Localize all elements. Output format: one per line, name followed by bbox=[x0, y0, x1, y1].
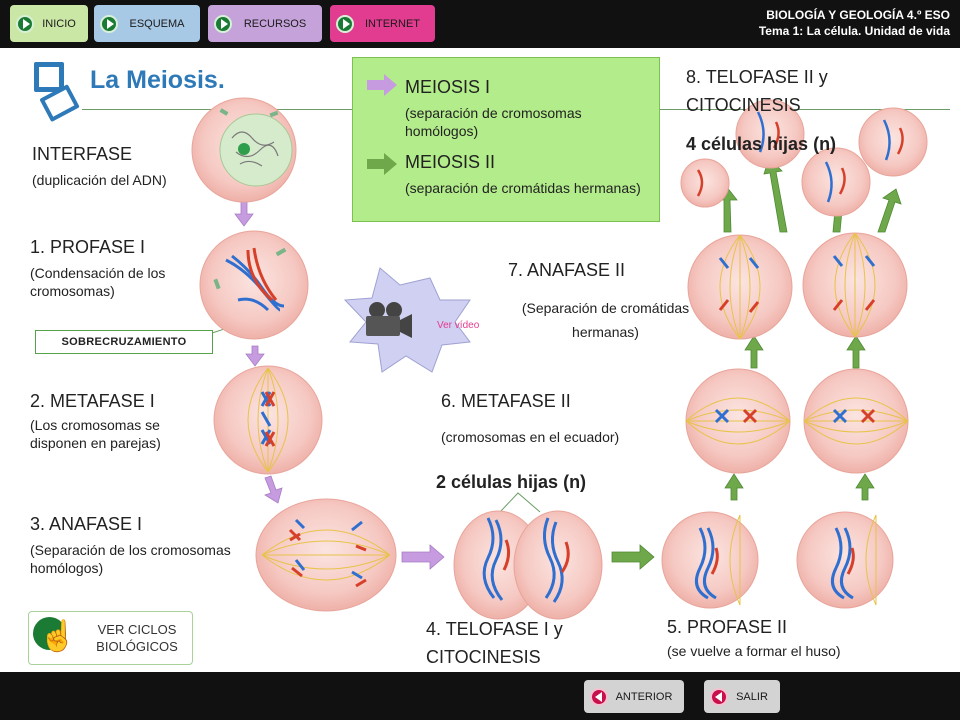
nav-recursos-button[interactable]: RECURSOS bbox=[208, 5, 322, 42]
legend-box: MEIOSIS I (separación de cromosomas homó… bbox=[352, 57, 660, 222]
purple-arrow-icon bbox=[367, 74, 397, 96]
metafase2-title: 6. METAFASE II bbox=[441, 391, 571, 411]
interfase-title: INTERFASE bbox=[32, 144, 133, 164]
ver-video-link[interactable]: Ver vídeo bbox=[437, 320, 480, 331]
anafase1-title: 3. ANAFASE I bbox=[30, 514, 143, 534]
cell-telofase2-2 bbox=[735, 99, 805, 169]
course-subject: BIOLOGÍA Y GEOLOGÍA 4.º ESO bbox=[766, 8, 950, 22]
cell-telofase2-4 bbox=[858, 107, 928, 177]
arrow-anafase2-telofase2-4 bbox=[877, 188, 902, 233]
play-arrow-icon bbox=[214, 14, 232, 33]
green-arrow-icon bbox=[367, 153, 397, 175]
play-arrow-icon bbox=[336, 14, 354, 33]
nav-esquema-button[interactable]: ESQUEMA bbox=[94, 5, 200, 42]
profase2-title: 5. PROFASE II bbox=[667, 617, 788, 637]
profase2-sub: (se vuelve a formar el huso) bbox=[667, 643, 841, 659]
profase1-sub: (Condensación de los cromosomas) bbox=[30, 265, 166, 299]
pointer-hand-icon: ☝ bbox=[39, 620, 77, 653]
ver-ciclos-label: VER CICLOS BIOLÓGICOS bbox=[96, 622, 178, 654]
cell-interfase bbox=[191, 97, 297, 203]
arrow-metafase2-anafase2-right bbox=[846, 335, 866, 369]
arrow-metafase2-anafase2-left bbox=[744, 335, 764, 369]
telofase1-title: 4. TELOFASE I y CITOCINESIS bbox=[426, 619, 563, 667]
cell-profase1 bbox=[199, 230, 309, 340]
cell-telofase2-3 bbox=[801, 147, 871, 217]
hijas4-label: 4 células hijas (n) bbox=[686, 134, 837, 154]
cell-telofase2-1 bbox=[680, 158, 730, 208]
nav-internet-button[interactable]: INTERNET bbox=[330, 5, 435, 42]
nav-inicio-label: INICIO bbox=[42, 17, 76, 30]
page-title: La Meiosis. bbox=[90, 66, 225, 94]
course-header: BIOLOGÍA Y GEOLOGÍA 4.º ESO Tema 1: La c… bbox=[759, 7, 950, 39]
bottom-bar: ANTERIOR SALIR bbox=[0, 672, 960, 720]
video-starburst[interactable] bbox=[343, 267, 471, 373]
cell-profase2-left bbox=[661, 511, 759, 609]
nav-esquema-label: ESQUEMA bbox=[129, 17, 185, 30]
anafase1-sub: (Separación de los cromosomas homólogos) bbox=[30, 542, 231, 576]
salir-label: SALIR bbox=[736, 690, 768, 703]
cell-profase2-right bbox=[796, 511, 894, 609]
legend-meiosis2-sub: (separación de cromátidas hermanas) bbox=[405, 180, 641, 196]
metafase1-sub: (Los cromosomas se disponen en parejas) bbox=[30, 417, 161, 451]
anterior-label: ANTERIOR bbox=[615, 690, 673, 703]
arrow-profase1-metafase1 bbox=[245, 345, 265, 367]
interfase-sub: (duplicación del ADN) bbox=[32, 172, 167, 188]
back-arrow-icon bbox=[590, 687, 608, 706]
cell-metafase2-right bbox=[803, 368, 909, 474]
course-topic: Tema 1: La célula. Unidad de vida bbox=[758, 24, 950, 38]
nav-inicio-button[interactable]: INICIO bbox=[10, 5, 88, 42]
play-arrow-icon bbox=[100, 14, 118, 33]
legend-meiosis1-title: MEIOSIS I bbox=[405, 77, 491, 97]
legend-meiosis1-sub: (separación de cromosomas homólogos) bbox=[405, 105, 582, 139]
arrow-anafase1-telofase1 bbox=[401, 544, 445, 570]
arrow-anafase2-telofase2-2 bbox=[763, 157, 788, 233]
arrow-profase2-metafase2-left bbox=[724, 473, 744, 501]
arrow-profase2-metafase2-right bbox=[855, 473, 875, 501]
camera-icon bbox=[366, 302, 412, 338]
cell-metafase1 bbox=[213, 365, 323, 475]
hijas2-label: 2 células hijas (n) bbox=[436, 472, 587, 492]
arrow-telofase1-profase2 bbox=[611, 544, 655, 570]
ver-ciclos-button[interactable]: ☝ VER CICLOS BIOLÓGICOS bbox=[28, 611, 193, 665]
profase1-title: 1. PROFASE I bbox=[30, 237, 146, 257]
cell-anafase1 bbox=[255, 498, 397, 612]
cell-anafase2-left bbox=[687, 234, 793, 340]
play-arrow-icon bbox=[16, 14, 34, 33]
back-arrow-icon bbox=[710, 687, 728, 706]
cell-anafase2-right bbox=[802, 232, 908, 338]
top-bar: INICIO ESQUEMA RECURSOS INTERNET BIOLOGÍ… bbox=[0, 0, 960, 48]
anterior-button[interactable]: ANTERIOR bbox=[584, 680, 684, 713]
nav-internet-label: INTERNET bbox=[365, 17, 420, 30]
legend-meiosis2-title: MEIOSIS II bbox=[405, 152, 496, 172]
green-circle-icon bbox=[33, 617, 66, 650]
hijas2-bracket bbox=[499, 492, 541, 513]
telofase2-title: 8. TELOFASE II y CITOCINESIS bbox=[686, 67, 828, 115]
salir-button[interactable]: SALIR bbox=[704, 680, 780, 713]
slides-icon bbox=[34, 62, 80, 122]
metafase2-sub: (cromosomas en el ecuador) bbox=[441, 429, 620, 445]
cell-metafase2-left bbox=[685, 368, 791, 474]
arrow-metafase1-anafase1 bbox=[264, 475, 283, 504]
cell-telofase1 bbox=[453, 510, 603, 620]
anafase2-title: 7. ANAFASE II bbox=[508, 260, 626, 280]
nav-recursos-label: RECURSOS bbox=[243, 17, 307, 30]
sobrecruzamiento-label: SOBRECRUZAMIENTO bbox=[35, 330, 213, 354]
metafase1-title: 2. METAFASE I bbox=[30, 391, 155, 411]
anafase2-sub: (Separación de cromátidas hermanas) bbox=[521, 300, 690, 340]
